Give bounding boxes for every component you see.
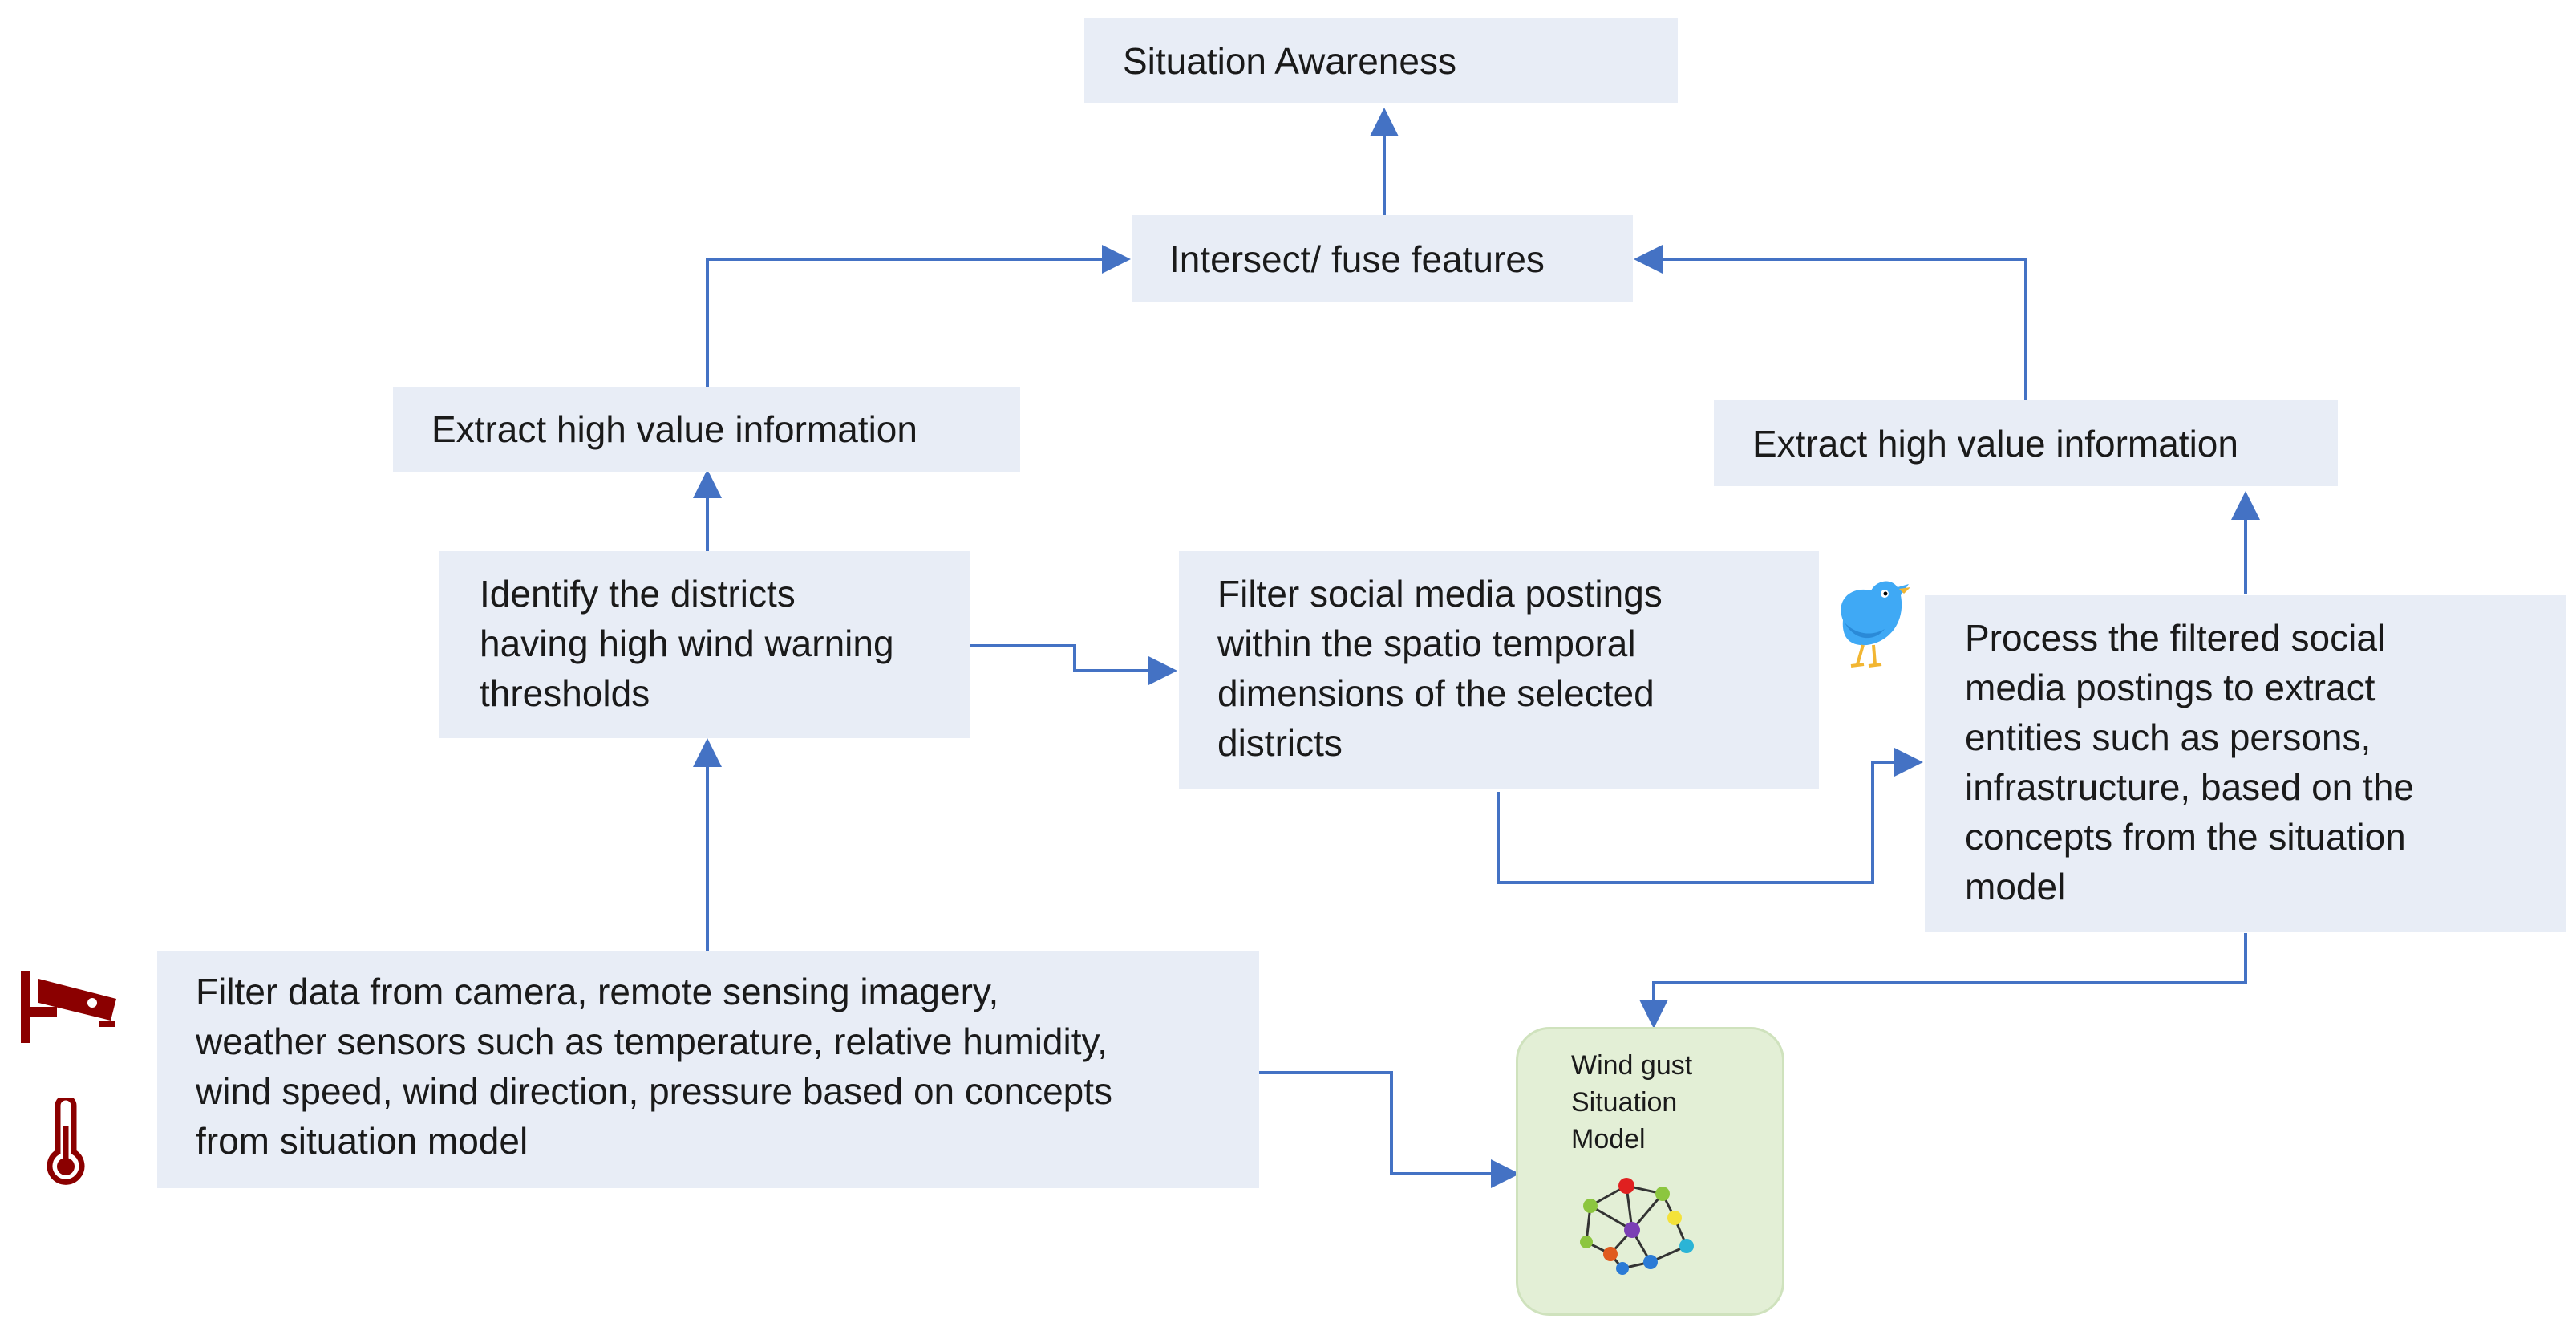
arrow-process-to-model (1652, 933, 2247, 1009)
twitter-bird-icon (1841, 581, 1910, 668)
text-line: Model (1571, 1124, 1646, 1154)
arrow-right-extract-to-fuse (1654, 258, 2027, 400)
camera-icon (21, 971, 116, 1043)
wind-gust-model-box: Wind gust Situation Model (1516, 1027, 1784, 1316)
arrowhead (1102, 245, 1131, 274)
extract-left-label: Extract high value information (431, 408, 917, 450)
filter-data-box: Filter data from camera, remote sensing … (157, 951, 1259, 1188)
text-line: districts (1217, 722, 1343, 764)
text-line: Filter data from camera, remote sensing … (196, 971, 999, 1012)
identify-districts-text: Identify the districts having high wind … (480, 569, 894, 718)
intersect-fuse-label: Intersect/ fuse features (1169, 238, 1545, 280)
arrow-identify-to-social (970, 644, 1153, 672)
text-line: Identify the districts (480, 573, 796, 615)
extract-right-label: Extract high value information (1752, 423, 2238, 465)
arrowhead (693, 738, 722, 767)
text-line: from situation model (196, 1120, 529, 1162)
text-line: concepts from the situation (1965, 816, 2406, 858)
filter-social-box: Filter social media postings within the … (1179, 551, 1819, 789)
text-line: Process the filtered social (1965, 617, 2386, 659)
extract-left-box: Extract high value information (393, 387, 1020, 472)
thermometer-icon (47, 1098, 85, 1185)
arrowhead (1634, 245, 1663, 274)
arrowhead (2231, 491, 2260, 520)
arrowhead (1148, 656, 1177, 685)
text-line: infrastructure, based on the (1965, 766, 2414, 808)
model-label: Wind gust Situation Model (1571, 1047, 1692, 1158)
arrowhead (693, 469, 722, 498)
text-line: within the spatio temporal (1217, 623, 1636, 664)
filter-data-text: Filter data from camera, remote sensing … (196, 967, 1112, 1166)
arrowhead (1894, 748, 1923, 777)
text-line: wind speed, wind direction, pressure bas… (196, 1070, 1113, 1112)
filter-social-text: Filter social media postings within the … (1217, 569, 1663, 768)
arrow-social-to-process (1497, 761, 1899, 884)
arrowhead (1370, 108, 1399, 136)
text-line: Wind gust (1571, 1050, 1693, 1081)
intersect-fuse-box: Intersect/ fuse features (1132, 215, 1633, 302)
text-line: entities such as persons, (1965, 716, 2371, 758)
arrow-filterdata-to-model (1259, 1071, 1498, 1175)
arrowhead (1639, 1000, 1668, 1029)
text-line: model (1965, 866, 2066, 907)
extract-right-box: Extract high value information (1714, 400, 2338, 486)
text-line: Filter social media postings (1217, 573, 1663, 615)
text-line: weather sensors such as temperature, rel… (196, 1021, 1108, 1062)
arrowhead (1491, 1159, 1520, 1188)
text-line: media postings to extract (1965, 667, 2376, 708)
text-line: dimensions of the selected (1217, 672, 1655, 714)
situation-awareness-box: Situation Awareness (1084, 18, 1678, 103)
process-filtered-text: Process the filtered social media postin… (1965, 613, 2414, 911)
text-line: having high wind warning (480, 623, 894, 664)
arrow-left-extract-to-fuse (706, 258, 1111, 387)
identify-districts-box: Identify the districts having high wind … (439, 551, 970, 738)
graph-network-icon (1580, 1178, 1694, 1275)
text-line: Situation (1571, 1087, 1678, 1118)
situation-awareness-label: Situation Awareness (1123, 40, 1456, 82)
process-filtered-box: Process the filtered social media postin… (1925, 595, 2566, 932)
text-line: thresholds (480, 672, 650, 714)
